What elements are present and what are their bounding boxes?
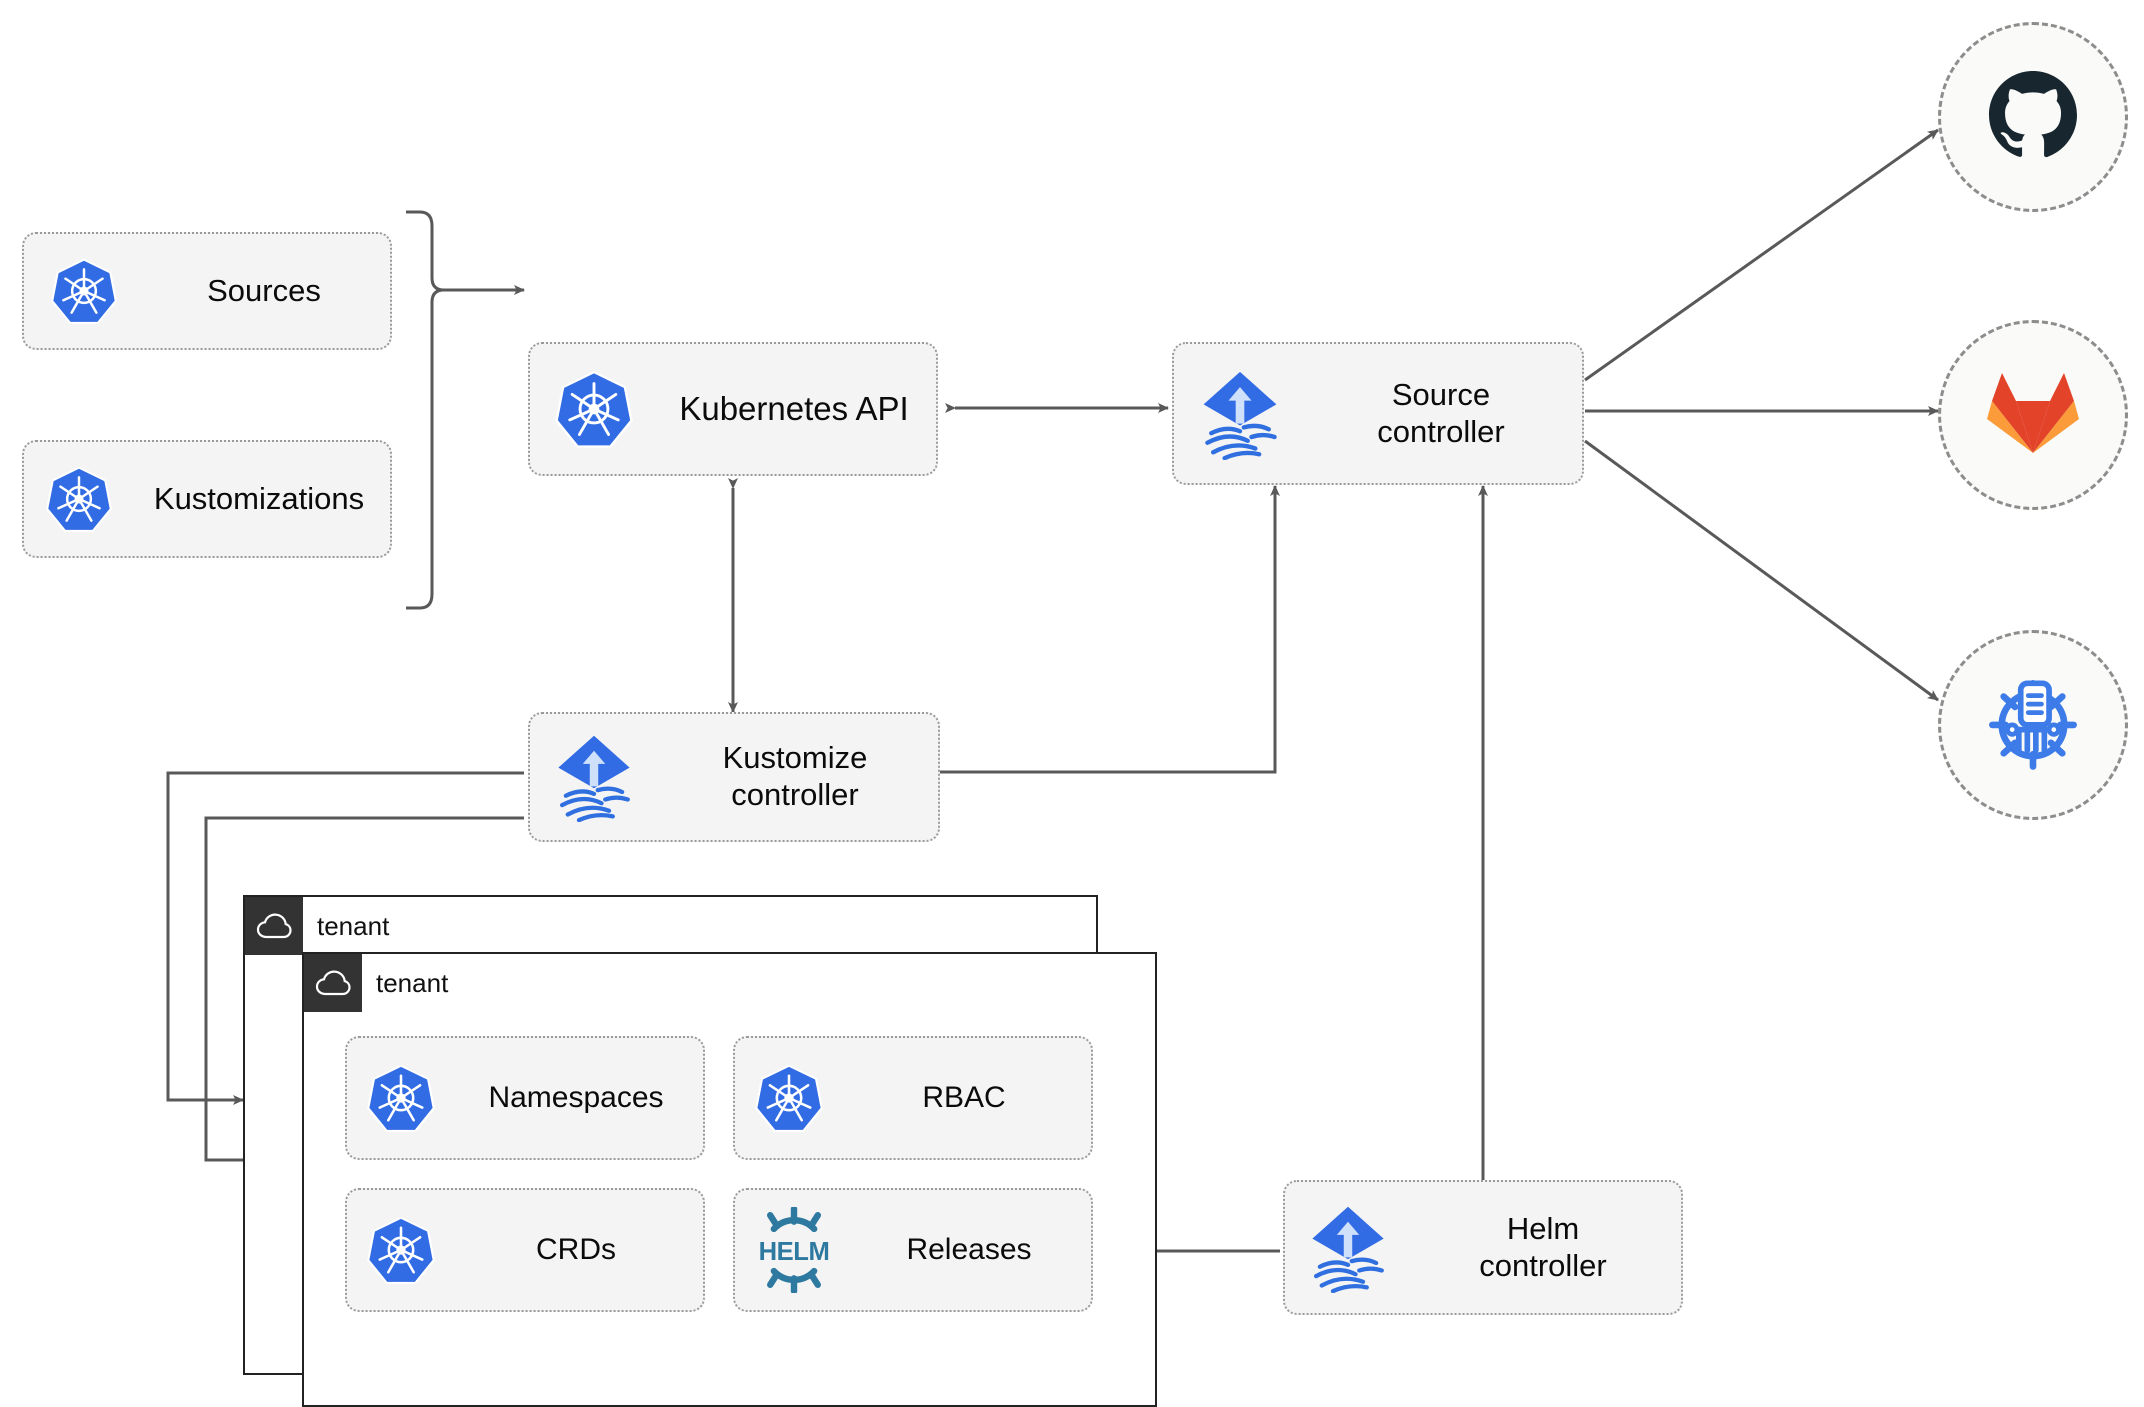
github-icon — [1984, 66, 2082, 169]
node-rbac[interactable]: RBAC — [733, 1036, 1093, 1160]
edge-sourcecontroller-helmrepo — [1584, 439, 1939, 702]
flux-icon — [1285, 1203, 1411, 1293]
node-helm-controller[interactable]: Helm controller — [1283, 1180, 1683, 1315]
kubernetes-icon — [735, 1063, 843, 1133]
node-label: Source controller — [1377, 376, 1505, 449]
node-label: Kubernetes API — [679, 389, 909, 427]
node-kubernetes-api[interactable]: Kubernetes API — [528, 342, 938, 476]
endpoint-helm-repository[interactable] — [1938, 630, 2128, 820]
tenant-label: tenant — [376, 967, 449, 998]
node-label: Sources — [207, 272, 321, 308]
cloud-icon — [245, 897, 303, 955]
node-label: Namespaces — [488, 1081, 664, 1115]
tenant-panel-inner[interactable]: tenant — [302, 952, 1157, 1407]
kubernetes-icon — [530, 369, 658, 449]
node-source-controller[interactable]: Source controller — [1172, 342, 1584, 485]
node-label: RBAC — [922, 1081, 1006, 1115]
gitlab-icon — [1987, 369, 2079, 462]
grouping-brace — [406, 210, 445, 610]
node-kustomize-controller[interactable]: Kustomize controller — [528, 712, 940, 842]
kubernetes-icon — [24, 465, 134, 533]
helm-icon: HELM — [735, 1207, 853, 1293]
kubernetes-icon — [24, 257, 144, 325]
node-label: Kustomize controller — [722, 740, 868, 812]
node-label: Helm controller — [1479, 1210, 1607, 1283]
node-namespaces[interactable]: Namespaces — [345, 1036, 705, 1160]
kubernetes-icon — [347, 1215, 455, 1285]
svg-text:HELM: HELM — [759, 1238, 830, 1266]
node-crds[interactable]: CRDs — [345, 1188, 705, 1312]
kubernetes-icon — [347, 1063, 455, 1133]
edge-kustomizecontroller-sourcecontroller — [935, 485, 1280, 774]
edge-sourcecontroller-github — [1584, 128, 1939, 382]
endpoint-github[interactable] — [1938, 22, 2128, 212]
cloud-icon — [304, 954, 362, 1012]
flux-icon — [1174, 368, 1306, 460]
endpoint-gitlab[interactable] — [1938, 320, 2128, 510]
tenant-label: tenant — [317, 910, 390, 941]
helm-repository-icon — [1981, 671, 2085, 780]
node-label: Kustomizations — [153, 480, 365, 516]
node-sources[interactable]: Sources — [22, 232, 392, 350]
node-kustomizations[interactable]: Kustomizations — [22, 440, 392, 558]
node-releases[interactable]: HELM Releases — [733, 1188, 1093, 1312]
node-label: Releases — [906, 1233, 1032, 1267]
node-label: CRDs — [536, 1233, 616, 1267]
flux-icon — [530, 732, 658, 822]
